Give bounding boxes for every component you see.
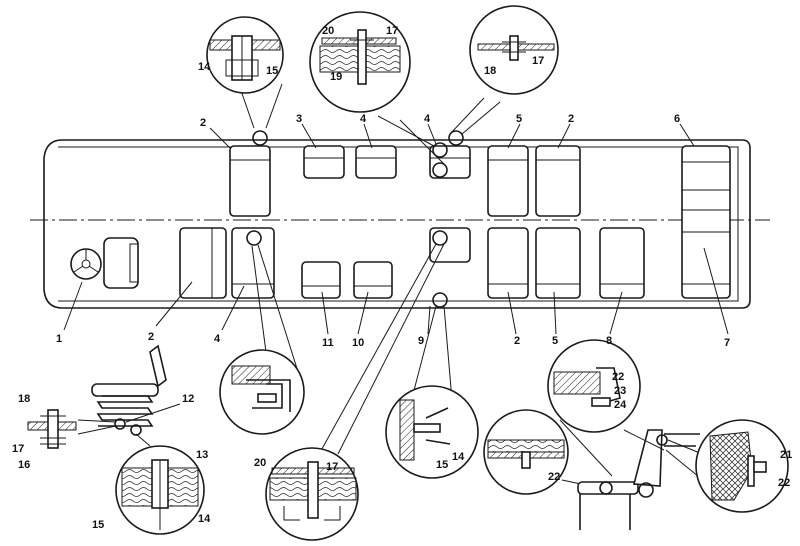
callout-detail-22-23-24 — [547, 339, 641, 433]
bolt-detail-16-17-18 — [27, 409, 77, 449]
label-8: 8 — [606, 335, 612, 347]
label-17: 17 — [532, 55, 544, 67]
label-leaders — [63, 123, 729, 335]
callout-detail-13-14-15 — [115, 445, 205, 535]
seats-lower-row — [179, 227, 645, 299]
callout-detail-22-left — [483, 409, 569, 495]
label-22: 22 — [612, 371, 624, 383]
label-18: 18 — [484, 65, 496, 77]
label-1: 1 — [56, 333, 62, 345]
callout-leaders — [237, 81, 501, 457]
label-16: 16 — [18, 459, 30, 471]
label-14: 14 — [198, 513, 211, 525]
label-17: 17 — [12, 443, 24, 455]
callout-detail-21-22 — [695, 419, 789, 513]
callout-detail-14-15-center — [385, 385, 479, 479]
label-4: 4 — [360, 113, 367, 125]
label-9: 9 — [418, 335, 424, 347]
label-24: 24 — [614, 399, 627, 411]
label-2: 2 — [148, 331, 154, 343]
label-5: 5 — [552, 335, 558, 347]
label-22: 22 — [778, 477, 790, 489]
label-13: 13 — [196, 449, 208, 461]
label-12: 12 — [182, 393, 194, 405]
seats-upper-row — [229, 145, 731, 299]
label-17: 17 — [326, 461, 338, 473]
label-21: 21 — [780, 449, 792, 461]
label-2: 2 — [200, 117, 206, 129]
callout-detail-17-20 — [265, 447, 359, 541]
callout-detail-14-15 — [206, 16, 284, 94]
label-11: 11 — [322, 337, 334, 349]
label-15: 15 — [266, 65, 278, 77]
seat-side-view — [77, 344, 181, 447]
label-2: 2 — [514, 335, 520, 347]
label-18: 18 — [18, 393, 30, 405]
detail-markers — [246, 130, 464, 308]
label-15: 15 — [436, 459, 448, 471]
callout-detail-17-18 — [469, 5, 559, 95]
part-number-labels: 1 2 2 2 2 3 4 4 4 5 5 6 7 8 9 10 11 12 1… — [12, 25, 792, 531]
label-17: 17 — [386, 25, 398, 37]
label-2: 2 — [568, 113, 574, 125]
label-4: 4 — [424, 113, 431, 125]
label-15: 15 — [92, 519, 104, 531]
seat-frame-view — [559, 419, 713, 530]
callout-detail-bracket — [219, 349, 305, 435]
label-20: 20 — [322, 25, 334, 37]
bus-body-outline — [30, 139, 770, 309]
label-5: 5 — [516, 113, 522, 125]
label-4: 4 — [214, 333, 221, 345]
steering-wheel-icon — [70, 248, 102, 280]
label-23: 23 — [614, 385, 626, 397]
label-10: 10 — [352, 337, 364, 349]
label-14: 14 — [452, 451, 465, 463]
label-19: 19 — [330, 71, 342, 83]
driver-seat — [103, 237, 139, 289]
label-3: 3 — [296, 113, 302, 125]
label-14: 14 — [198, 61, 211, 73]
label-6: 6 — [674, 113, 680, 125]
callout-detail-17-19-20 — [309, 11, 411, 113]
label-22: 22 — [548, 471, 560, 483]
label-7: 7 — [724, 337, 730, 349]
label-20: 20 — [254, 457, 266, 469]
